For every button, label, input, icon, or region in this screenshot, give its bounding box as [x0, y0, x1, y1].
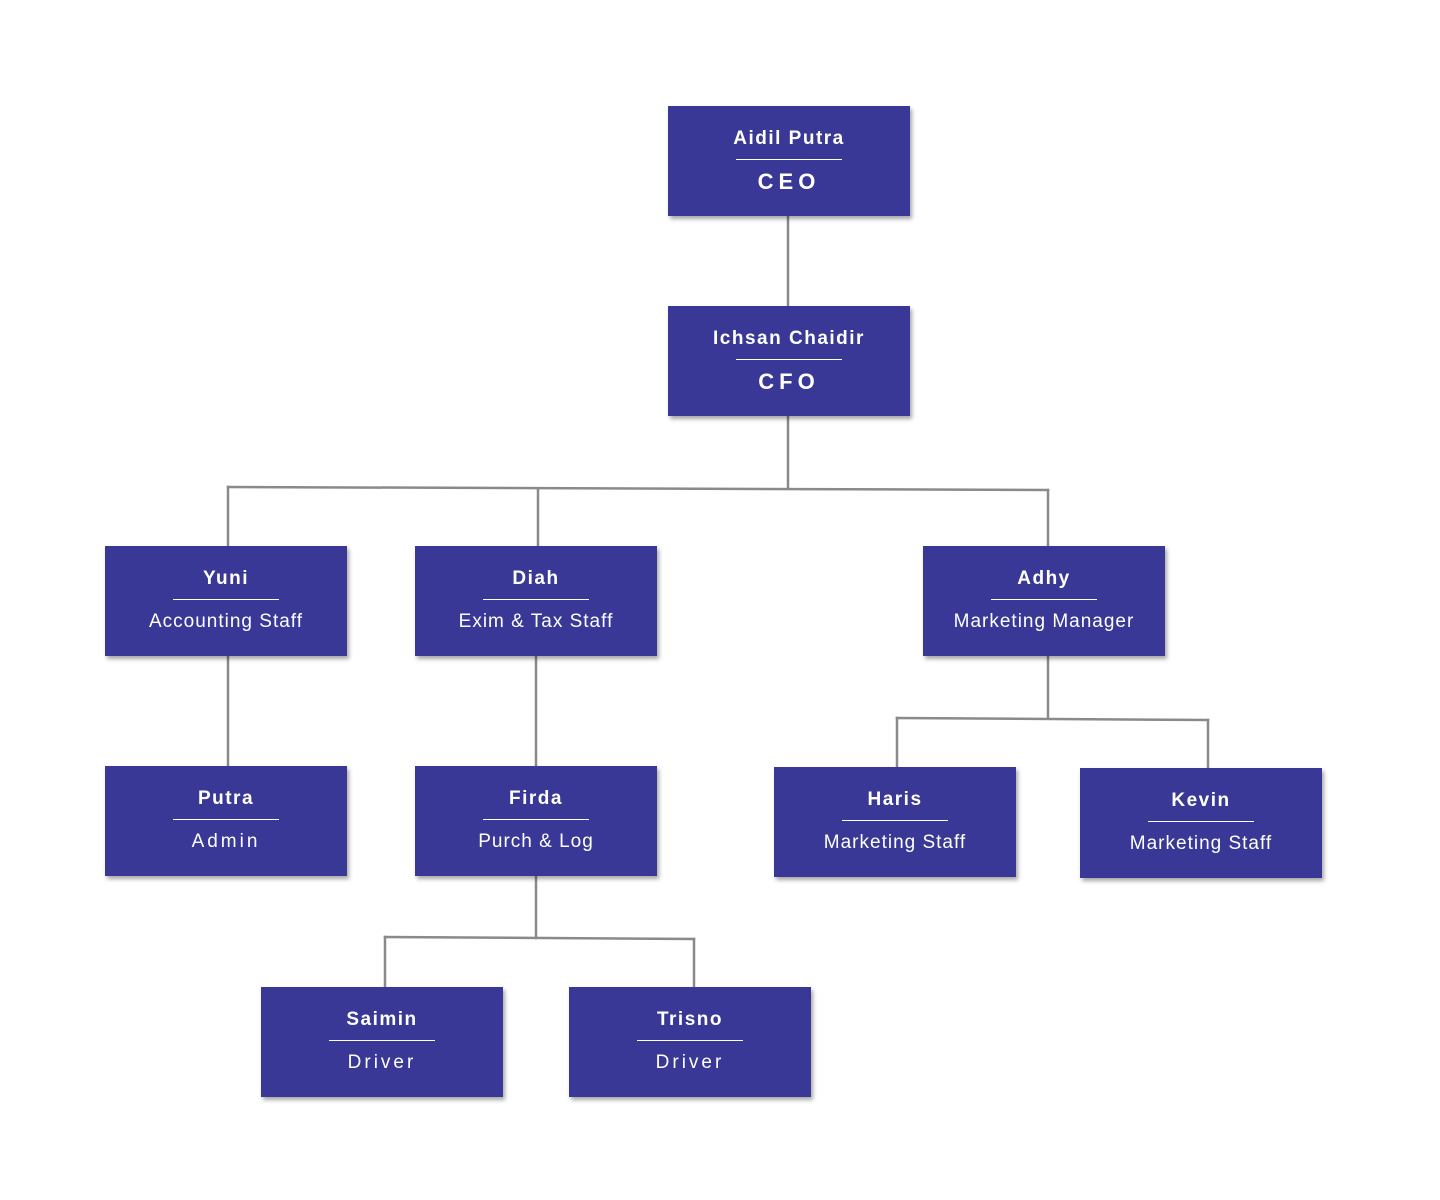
node-divider — [736, 159, 842, 160]
node-yuni: Yuni Accounting Staff — [105, 546, 347, 656]
node-adhy: Adhy Marketing Manager — [923, 546, 1165, 656]
node-kevin: Kevin Marketing Staff — [1080, 768, 1322, 878]
node-name: Saimin — [346, 1009, 418, 1030]
connector-adhy-children-bar — [895, 716, 1210, 722]
node-name: Firda — [509, 788, 563, 809]
node-divider — [173, 599, 279, 600]
node-role: CFO — [758, 369, 820, 394]
node-divider — [736, 359, 842, 360]
node-divider — [329, 1040, 435, 1041]
node-name: Ichsan Chaidir — [713, 328, 865, 349]
node-role: Exim & Tax Staff — [458, 611, 614, 632]
node-ceo: Aidil Putra CEO — [668, 106, 910, 216]
node-divider — [991, 599, 1097, 600]
node-role: Marketing Staff — [1129, 833, 1273, 854]
node-role: Marketing Manager — [953, 611, 1135, 632]
node-diah: Diah Exim & Tax Staff — [415, 546, 657, 656]
node-role: Accounting Staff — [148, 611, 304, 632]
node-divider — [483, 819, 589, 820]
node-putra: Putra Admin — [105, 766, 347, 876]
node-role: CEO — [757, 169, 821, 194]
node-name: Trisno — [656, 1009, 723, 1030]
node-divider — [173, 819, 279, 820]
node-name: Putra — [197, 788, 255, 809]
node-divider — [1148, 821, 1254, 822]
node-divider — [483, 599, 589, 600]
node-role: Purch & Log — [478, 831, 594, 852]
node-saimin: Saimin Driver — [261, 987, 503, 1097]
node-divider — [637, 1040, 743, 1041]
node-divider — [842, 820, 948, 821]
node-name: Kevin — [1171, 790, 1231, 811]
node-name: Aidil Putra — [733, 128, 845, 149]
node-cfo: Ichsan Chaidir CFO — [668, 306, 910, 416]
connector-cfo-children-bar — [226, 485, 1050, 492]
node-trisno: Trisno Driver — [569, 987, 811, 1097]
node-role: Marketing Staff — [823, 832, 967, 853]
node-role: Admin — [191, 831, 261, 852]
node-haris: Haris Marketing Staff — [774, 767, 1016, 877]
node-name: Diah — [512, 568, 560, 589]
node-name: Yuni — [202, 568, 250, 589]
node-role: Driver — [347, 1052, 417, 1073]
connector-firda-children-bar — [383, 935, 696, 941]
node-firda: Firda Purch & Log — [415, 766, 657, 876]
node-role: Driver — [655, 1052, 725, 1073]
node-name: Haris — [867, 789, 923, 810]
node-name: Adhy — [1017, 568, 1071, 589]
